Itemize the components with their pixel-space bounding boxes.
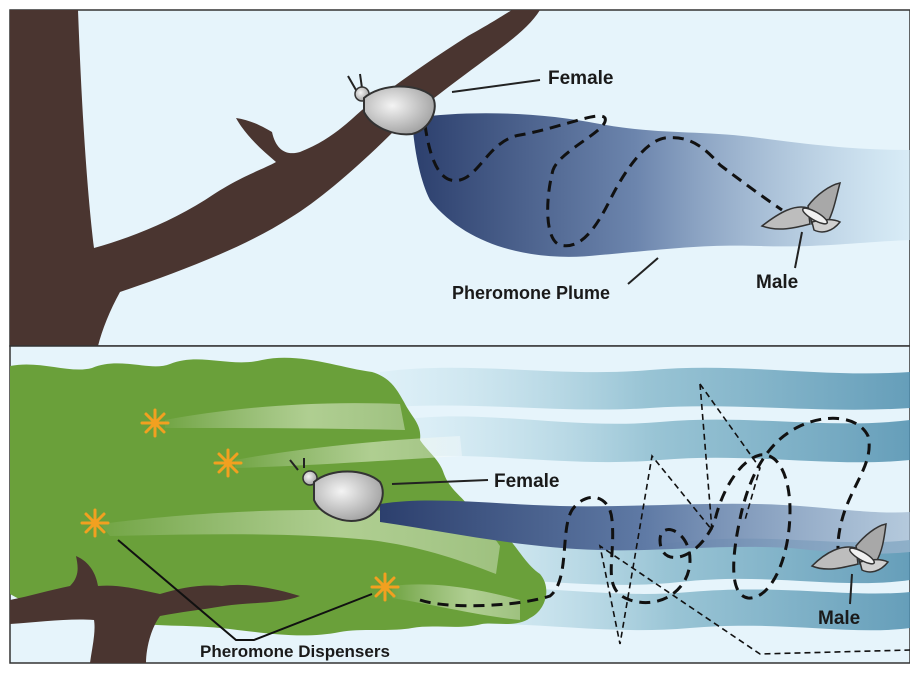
bottom-dispenser-icon-4 [372, 574, 398, 600]
top-plume-label: Pheromone Plume [452, 283, 610, 303]
bottom-dispenser-icon-2 [215, 450, 241, 476]
top-panel: Female Male Pheromone Plume [10, 10, 910, 346]
bottom-panel: Pheromone Dispensers Female Male [10, 346, 910, 663]
bottom-male-label: Male [818, 608, 860, 629]
top-male-label: Male [756, 272, 798, 293]
top-female-label: Female [548, 68, 613, 89]
bottom-dispenser-icon-3 [82, 510, 108, 536]
bottom-female-label: Female [494, 471, 559, 492]
bottom-dispenser-icon-1 [142, 410, 168, 436]
bottom-pheromone-band-1 [380, 368, 910, 410]
bottom-dispensers-label: Pheromone Dispensers [200, 642, 390, 661]
